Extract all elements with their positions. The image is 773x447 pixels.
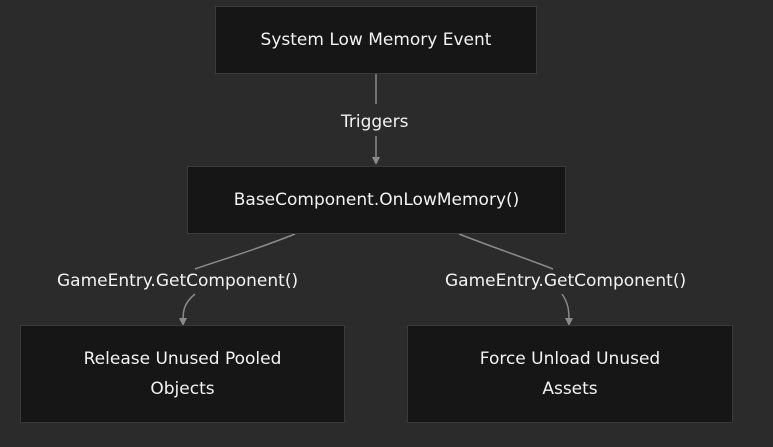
- edge-handler-to-pool: [183, 233, 296, 322]
- event-node: System Low Memory Event: [215, 6, 537, 74]
- pool-node-label: Release Unused Pooled Objects: [83, 349, 282, 399]
- handler-node: BaseComponent.OnLowMemory(): [187, 166, 566, 234]
- pool-node: Release Unused Pooled Objects: [20, 325, 345, 423]
- assets-node: Force Unload Unused Assets: [407, 325, 733, 423]
- left-call-label: GameEntry.GetComponent(): [55, 270, 301, 292]
- triggers-label: Triggers: [339, 111, 411, 133]
- right-call-label: GameEntry.GetComponent(): [443, 270, 689, 292]
- event-node-label: System Low Memory Event: [260, 30, 492, 50]
- edge-handler-to-assets: [458, 233, 569, 322]
- assets-node-label: Force Unload Unused Assets: [479, 349, 661, 399]
- handler-node-label: BaseComponent.OnLowMemory(): [233, 190, 520, 210]
